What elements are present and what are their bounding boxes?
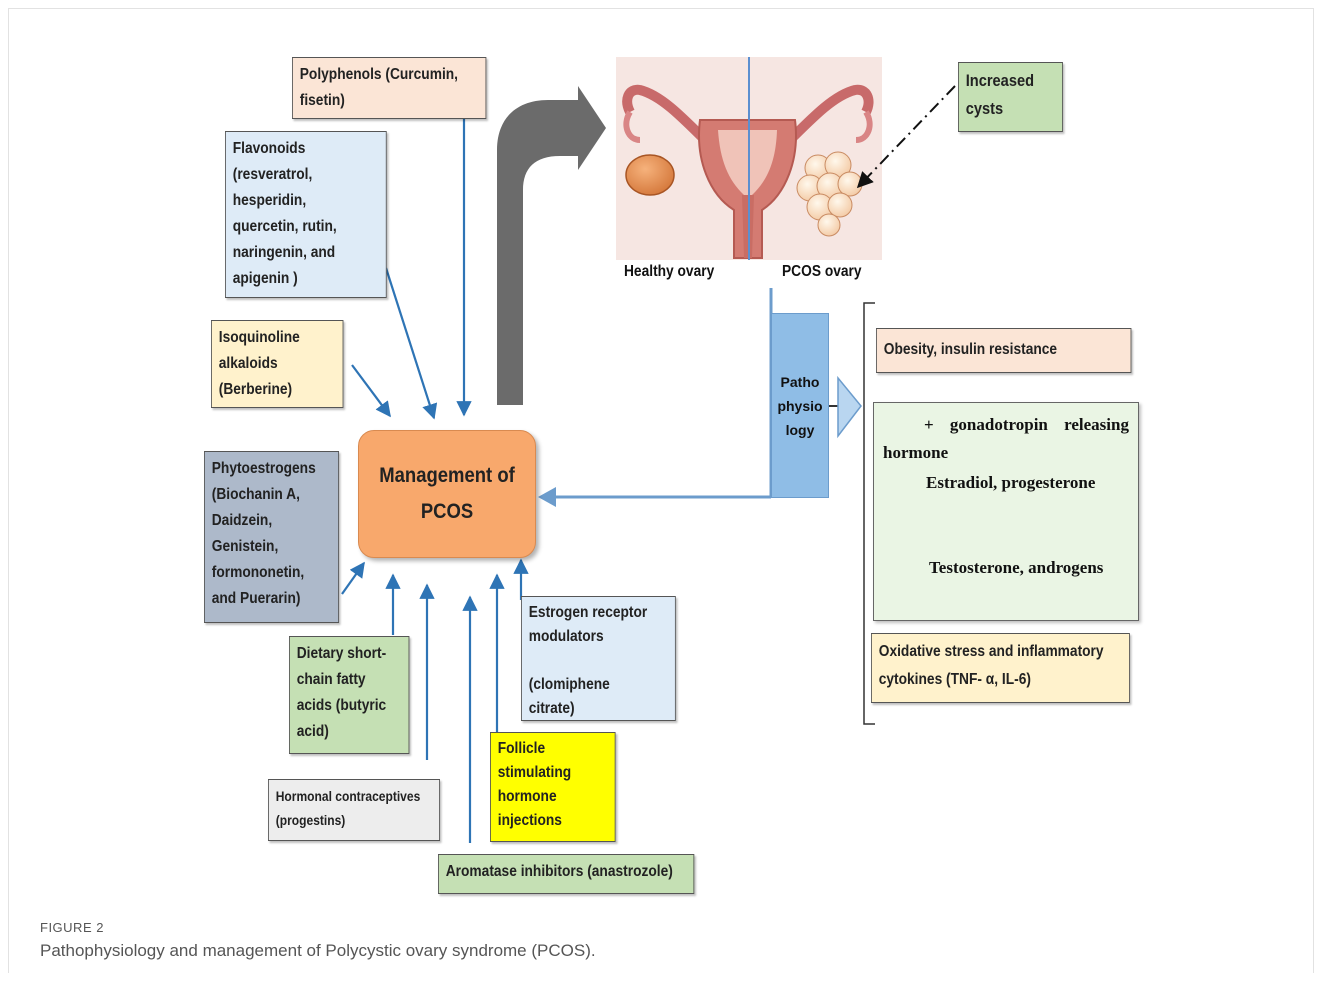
pathophysiology-label: Patho physio logy [777,373,823,438]
pcos-ovary-icon [796,151,863,237]
aromatase-inhibitors-box: Aromatase inhibitors (anastrozole) [438,854,695,894]
pathophysiology-triangle [837,375,862,439]
dietary-fatty-acids-box: Dietary short- chain fatty acids (butyri… [289,636,410,754]
estradiol-label: Estradiol, progesterone [926,473,1096,492]
estrogen-modulators-box: Estrogen receptor modulators (clomiphene… [521,596,676,721]
hormonal-contraceptives-box: Hormonal contraceptives (progestins) [268,779,440,841]
figure-label: FIGURE 2 [40,920,104,935]
gnrh-line1: + gonadotropin releasing [924,415,1129,434]
management-of-pcos-box: Management of PCOS [358,430,536,558]
obesity-box: Obesity, insulin resistance [876,328,1132,373]
oxidative-stress-box: Oxidative stress and inflammatory cytoki… [871,633,1130,703]
isoquinoline-box: Isoquinoline alkaloids (Berberine) [211,320,344,408]
pcos-ovary-label: PCOS ovary [782,263,862,280]
phytoestrogens-box: Phytoestrogens (Biochanin A, Daidzein, G… [204,451,340,623]
pathophysiology-box: Patho physio logy [771,313,829,498]
polyphenols-box: Polyphenols (Curcumin, fisetin) [292,57,487,119]
testosterone-label: Testosterone, androgens [929,558,1104,577]
healthy-ovary-icon [625,154,675,196]
increased-cysts-box: Increased cysts [958,62,1063,132]
figure-caption: Pathophysiology and management of Polycy… [40,941,596,960]
healthy-ovary-label: Healthy ovary [624,263,715,280]
flavonoids-box: Flavonoids (resveratrol, hesperidin, que… [225,131,387,298]
gnrh-line2: hormone [883,443,949,462]
input-arrows [341,118,529,843]
pathophysiology-return-arrow [548,288,773,499]
management-of-pcos-label: Management of PCOS [379,464,515,523]
bracket [863,302,875,725]
figure-frame [8,8,1314,973]
grey-flow-arrow [497,86,606,405]
hormones-box: + gonadotropin releasing hormone Estradi… [873,402,1139,621]
follicle-stimulating-box: Follicle stimulating hormone injections [490,732,616,842]
uterus-illustration [616,57,882,260]
